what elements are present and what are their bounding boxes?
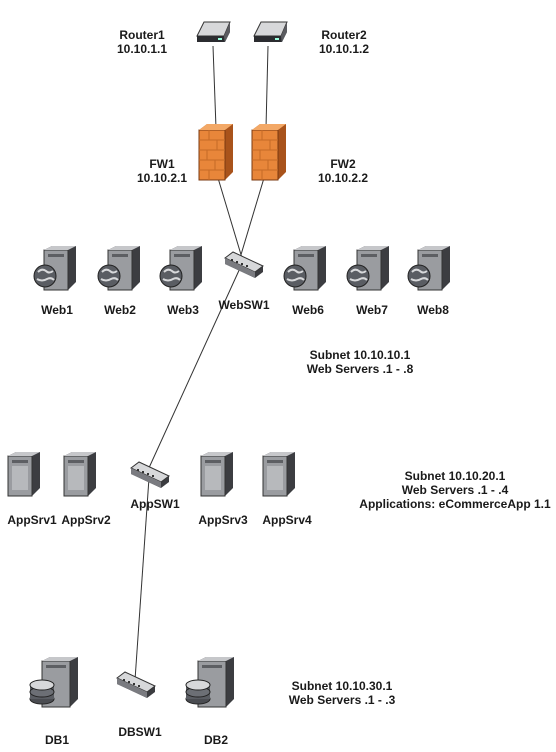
app-server-label: AppSrv3 (198, 513, 248, 527)
database-server-icon (28, 655, 80, 709)
subnet-line: Applications: eCommerceApp 1.1 (359, 497, 551, 511)
web-server-label: Web8 (417, 303, 449, 317)
web-server-label: Web6 (292, 303, 324, 317)
subnet-line: Web Servers .1 - .8 (306, 362, 414, 376)
router-ip: 10.10.1.1 (116, 42, 168, 56)
web-server-icon (32, 244, 78, 292)
link-router1-fw1 (212, 45, 217, 129)
router-icon (251, 18, 291, 46)
firewall-icon (250, 122, 288, 182)
fw1-label: FW1 10.10.2.1 (137, 157, 187, 185)
db-server-label: DB2 (203, 733, 229, 747)
web-server-icon (158, 244, 204, 292)
web-server-label: Web3 (167, 303, 199, 317)
router2-label: Router2 10.10.1.2 (319, 28, 369, 56)
fw2-label: FW2 10.10.2.2 (318, 157, 368, 185)
web-subnet-label: Subnet 10.10.10.1 Web Servers .1 - .8 (307, 348, 414, 376)
app-server-label: AppSrv4 (262, 513, 312, 527)
database-server-icon (184, 655, 236, 709)
app-server-icon (6, 450, 42, 498)
router-name: Router1 (119, 28, 165, 42)
app-server-icon (261, 450, 297, 498)
link-appsw1-dbsw1 (134, 477, 150, 681)
router-icon (194, 18, 234, 46)
websw1-label: WebSW1 (218, 298, 270, 312)
subnet-line: Subnet 10.10.10.1 (309, 348, 411, 362)
router-name: Router2 (321, 28, 367, 42)
web-server-icon (282, 244, 328, 292)
web-server-label: Web7 (356, 303, 388, 317)
firewall-ip: 10.10.2.2 (317, 171, 369, 185)
firewall-icon (197, 122, 235, 182)
web-server-label: Web2 (104, 303, 136, 317)
switch-icon (115, 670, 157, 700)
app-server-label: AppSrv1 (7, 513, 57, 527)
subnet-line: Web Servers .1 - .4 (401, 483, 509, 497)
appsw1-label: AppSW1 (130, 497, 180, 511)
dbsw1-label: DBSW1 (118, 725, 162, 739)
router-ip: 10.10.1.2 (318, 42, 370, 56)
switch-icon (129, 460, 171, 490)
link-websw1-appsw1 (147, 265, 242, 471)
app-server-label: AppSrv2 (61, 513, 111, 527)
firewall-ip: 10.10.2.1 (136, 171, 188, 185)
web-server-icon (345, 244, 391, 292)
firewall-name: FW2 (330, 157, 356, 171)
subnet-line: Web Servers .1 - .3 (288, 693, 396, 707)
db-subnet-label: Subnet 10.10.30.1 Web Servers .1 - .3 (289, 679, 396, 707)
link-router2-fw2 (265, 45, 269, 129)
router1-label: Router1 10.10.1.1 (117, 28, 167, 56)
web-server-label: Web1 (41, 303, 73, 317)
firewall-name: FW1 (149, 157, 175, 171)
subnet-line: Subnet 10.10.30.1 (291, 679, 393, 693)
link-fw1-websw1 (217, 177, 243, 259)
app-server-icon (62, 450, 98, 498)
web-server-icon (96, 244, 142, 292)
link-fw2-websw1 (239, 177, 265, 259)
switch-icon (223, 250, 265, 280)
app-subnet-label: Subnet 10.10.20.1 Web Servers .1 - .4 Ap… (359, 469, 550, 511)
subnet-line: Subnet 10.10.20.1 (404, 469, 506, 483)
app-server-icon (199, 450, 235, 498)
web-server-icon (406, 244, 452, 292)
db-server-label: DB1 (44, 733, 70, 747)
